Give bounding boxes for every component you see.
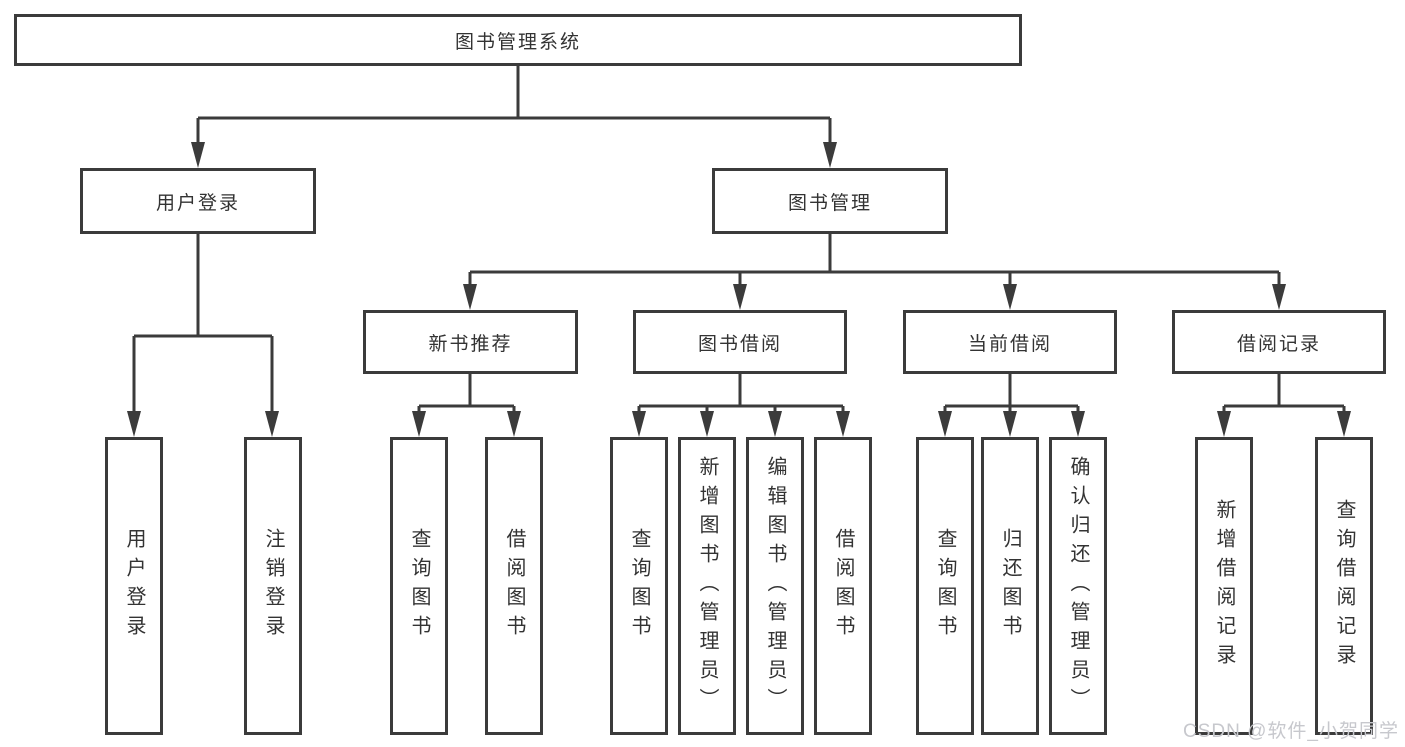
leaf-label: 确认归还（管理员） bbox=[1067, 455, 1089, 717]
leaf-label: 借阅图书 bbox=[503, 528, 525, 644]
connector-current-to-leaves bbox=[943, 374, 1080, 412]
arrowhead bbox=[1217, 411, 1231, 437]
arrowhead bbox=[507, 411, 521, 437]
arrowheads bbox=[127, 142, 1351, 437]
arrowhead bbox=[1003, 284, 1017, 310]
connector-bookmgmt-to-level3 bbox=[468, 234, 1281, 285]
leaf-label: 查询图书 bbox=[628, 528, 650, 644]
leaf-label: 用户登录 bbox=[123, 528, 145, 644]
arrowhead bbox=[412, 411, 426, 437]
leaf-label: 新增图书（管理员） bbox=[696, 455, 718, 717]
arrowhead bbox=[836, 411, 850, 437]
leaf-edit-books-admin: 编辑图书（管理员） bbox=[746, 437, 804, 735]
leaf-query-books-borrowing: 查询图书 bbox=[610, 437, 668, 735]
node-book-borrowing: 图书借阅 bbox=[633, 310, 847, 374]
connector-userlogin-to-leaves bbox=[132, 234, 274, 412]
leaf-borrow-books: 借阅图书 bbox=[814, 437, 872, 735]
leaf-query-books-recommend: 查询图书 bbox=[390, 437, 448, 735]
leaf-label: 编辑图书（管理员） bbox=[764, 455, 786, 717]
leaf-borrow-books-recommend: 借阅图书 bbox=[485, 437, 543, 735]
leaf-user-login: 用户登录 bbox=[105, 437, 163, 735]
node-current-borrowing: 当前借阅 bbox=[903, 310, 1117, 374]
arrowhead bbox=[265, 411, 279, 437]
arrowhead bbox=[1337, 411, 1351, 437]
arrowhead bbox=[768, 411, 782, 437]
leaf-label: 查询图书 bbox=[408, 528, 430, 644]
arrowhead bbox=[127, 411, 141, 437]
leaf-confirm-return-admin: 确认归还（管理员） bbox=[1049, 437, 1107, 735]
node-book-management: 图书管理 bbox=[712, 168, 948, 234]
leaf-label: 查询图书 bbox=[934, 528, 956, 644]
leaf-query-books-current: 查询图书 bbox=[916, 437, 974, 735]
connector-newbook-to-leaves bbox=[417, 374, 516, 412]
arrowhead bbox=[632, 411, 646, 437]
leaf-label: 新增借阅记录 bbox=[1213, 499, 1235, 673]
leaf-label: 归还图书 bbox=[999, 528, 1021, 644]
arrowhead bbox=[733, 284, 747, 310]
node-new-book-recommendation: 新书推荐 bbox=[363, 310, 578, 374]
node-borrowing-records: 借阅记录 bbox=[1172, 310, 1386, 374]
arrowhead bbox=[1003, 411, 1017, 437]
connector-borrowing-to-leaves bbox=[637, 374, 845, 412]
leaf-label: 借阅图书 bbox=[832, 528, 854, 644]
leaf-return-books: 归还图书 bbox=[981, 437, 1039, 735]
arrowhead bbox=[191, 142, 205, 168]
leaf-logout-login: 注销登录 bbox=[244, 437, 302, 735]
leaf-add-books-admin: 新增图书（管理员） bbox=[678, 437, 736, 735]
leaf-add-borrow-record: 新增借阅记录 bbox=[1195, 437, 1253, 735]
arrowhead bbox=[823, 142, 837, 168]
csdn-watermark: CSDN @软件_小贺同学 bbox=[1183, 721, 1399, 742]
node-library-management-system: 图书管理系统 bbox=[14, 14, 1022, 66]
arrowhead bbox=[938, 411, 952, 437]
leaf-query-borrow-record: 查询借阅记录 bbox=[1315, 437, 1373, 735]
arrowhead bbox=[700, 411, 714, 437]
connector-records-to-leaves bbox=[1222, 374, 1346, 412]
node-user-login: 用户登录 bbox=[80, 168, 316, 234]
leaf-label: 注销登录 bbox=[262, 528, 284, 644]
arrowhead bbox=[1272, 284, 1286, 310]
arrowhead bbox=[463, 284, 477, 310]
connector-root-to-level2 bbox=[196, 66, 832, 143]
leaf-label: 查询借阅记录 bbox=[1333, 499, 1355, 673]
arrowhead bbox=[1071, 411, 1085, 437]
